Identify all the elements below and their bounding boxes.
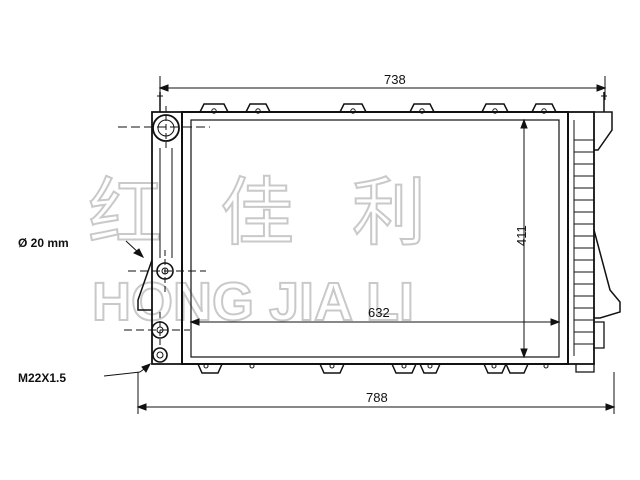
middle-connector bbox=[128, 250, 206, 292]
right-tank bbox=[567, 92, 621, 373]
left-tank bbox=[137, 92, 183, 365]
callout-thread-leader bbox=[103, 363, 152, 377]
dimension-core-width-label: 632 bbox=[368, 305, 390, 320]
callout-thread: M22X1.5 bbox=[18, 371, 66, 385]
callout-pipe-diameter: Ø 20 mm bbox=[18, 236, 69, 250]
dimension-overall-width-label: 788 bbox=[366, 390, 388, 405]
dimension-top-width bbox=[158, 76, 607, 100]
dimension-core-height-label: 411 bbox=[514, 225, 529, 246]
watermark-chinese: 红佳利 bbox=[88, 170, 484, 256]
callout-pipe-diameter-leader bbox=[125, 240, 145, 259]
dimension-core-height bbox=[516, 118, 559, 359]
dimension-core-width bbox=[189, 318, 561, 326]
watermark-latin: HONG JIA LI bbox=[92, 272, 414, 332]
watermark: 红佳利 HONG JIA LI bbox=[87, 169, 484, 333]
dimension-overall-width bbox=[136, 372, 616, 414]
drain-plug bbox=[152, 347, 168, 363]
upper-inlet-pipe bbox=[118, 106, 210, 150]
dimension-top-width-label: 738 bbox=[384, 72, 406, 87]
lower-outlet-pipe bbox=[124, 312, 190, 346]
